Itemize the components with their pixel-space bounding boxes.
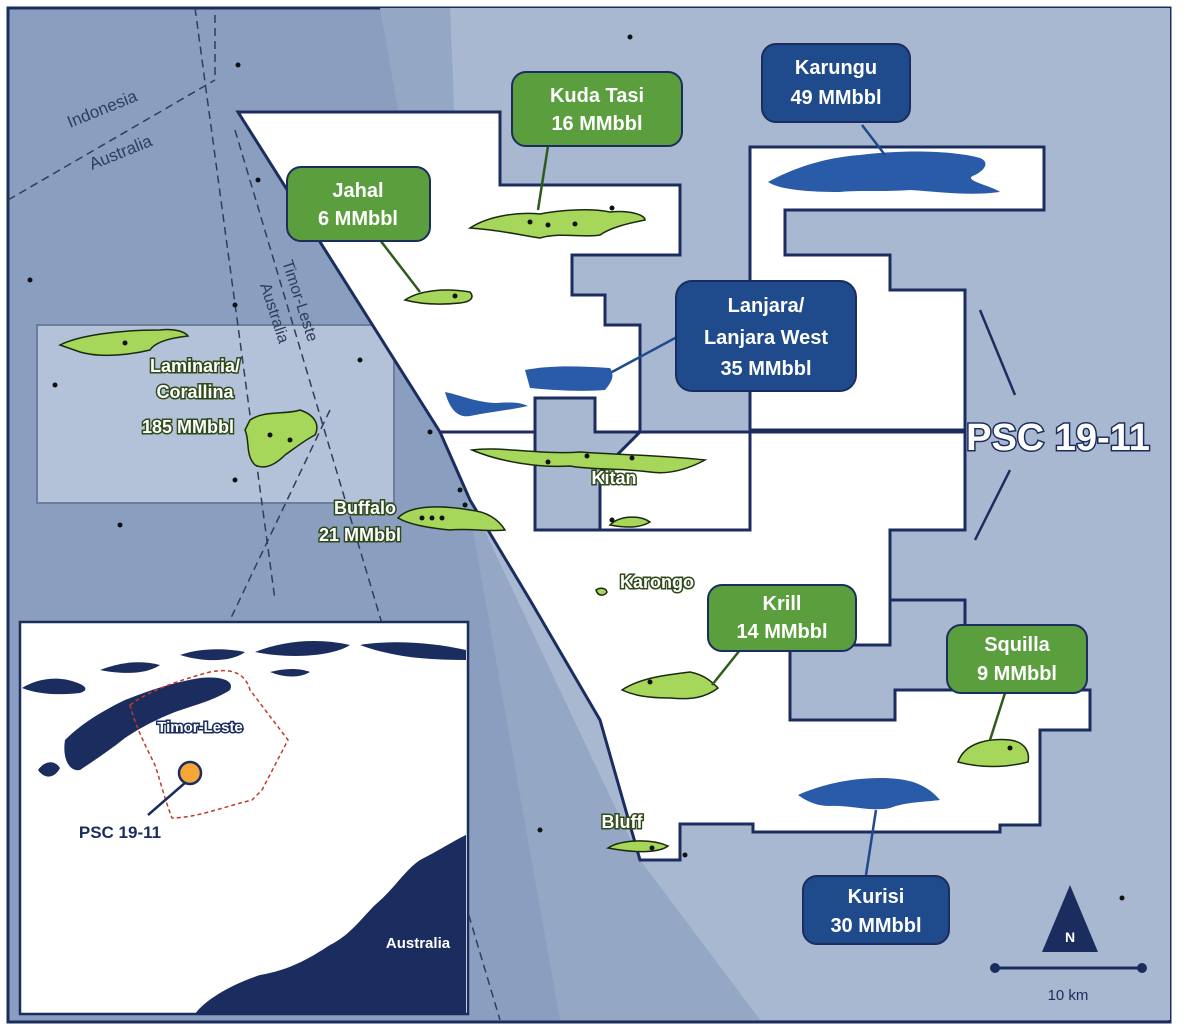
kurisi-volume: 30 MMbbl	[830, 915, 921, 937]
well-dots	[27, 34, 1125, 901]
krill-box: Krill 14 MMbbl	[707, 584, 857, 652]
inset-psc-marker	[177, 760, 203, 786]
karungu-name: Karungu	[795, 57, 877, 79]
karongo-field	[595, 587, 608, 596]
inset-island-3	[180, 649, 245, 661]
inset-timor	[64, 677, 231, 771]
inset-australia-label: Australia	[386, 935, 451, 952]
jahal-arrow	[379, 239, 421, 293]
laminaria-name-line1: Laminaria/	[150, 356, 240, 376]
mid-sea	[300, 8, 760, 1020]
field-well-dots	[122, 219, 1013, 851]
krill-arrow	[711, 649, 741, 686]
buffalo-field	[396, 506, 507, 532]
inset-island-7	[38, 762, 60, 777]
scale-bar: 10 km	[990, 963, 1147, 1004]
squilla-volume: 9 MMbbl	[977, 663, 1057, 685]
border-line-1	[194, 7, 276, 601]
kitan-small-field	[608, 516, 652, 528]
kuda-tasi-box: Kuda Tasi 16 MMbbl	[511, 71, 683, 147]
psc-pointer-upper	[978, 309, 1017, 396]
inset-island-1	[22, 678, 86, 695]
psc-label-bg	[970, 405, 1145, 465]
laminaria-volume: 185 MMbbl	[142, 417, 234, 437]
laminaria-name-line2: Corallina	[156, 382, 234, 402]
karungu-field	[768, 151, 1000, 194]
kuda-tasi-arrow	[536, 145, 550, 211]
lanjara-name-line1: Lanjara/	[728, 295, 805, 317]
psc-pointer-lower	[973, 469, 1012, 541]
kurisi-box: Kurisi 30 MMbbl	[802, 875, 950, 945]
karungu-volume: 49 MMbbl	[790, 87, 881, 109]
kuda-tasi-name: Kuda Tasi	[550, 85, 644, 107]
lanjara-west-field	[445, 392, 528, 417]
inset-map: Timor-Leste Australia PSC 19-11	[18, 620, 470, 1016]
kitan-label: Kitan	[592, 468, 637, 488]
inset-timor-leste-boundary	[129, 669, 289, 819]
kuda-tasi-volume: 16 MMbbl	[551, 113, 642, 135]
jahal-name: Jahal	[332, 180, 383, 202]
buffalo-volume: 21 MMbbl	[319, 525, 401, 545]
corallina-field	[244, 409, 318, 468]
psc-label: PSC 19-11	[966, 417, 1150, 459]
krill-name: Krill	[763, 593, 802, 615]
border-line-indonesia	[7, 79, 216, 201]
bluff-label: Bluff	[602, 812, 644, 832]
buffalo-name: Buffalo	[334, 498, 396, 518]
kurisi-name: Kurisi	[848, 886, 905, 908]
kitan-field	[469, 448, 708, 474]
lanjara-field	[525, 366, 613, 391]
kurisi-arrow	[864, 809, 878, 876]
lanjara-volume: 35 MMbbl	[720, 358, 811, 380]
jahal-box: Jahal 6 MMbbl	[286, 166, 431, 242]
north-label: N	[1065, 929, 1075, 945]
inset-island-4	[255, 640, 350, 656]
scale-label: 10 km	[1048, 987, 1089, 1004]
inset-island-5	[360, 642, 466, 660]
lanjara-box: Lanjara/ Lanjara West 35 MMbbl	[675, 280, 857, 392]
inset-island-2	[100, 662, 160, 673]
jahal-volume: 6 MMbbl	[318, 208, 398, 230]
laminaria-block	[36, 324, 395, 504]
kuda-tasi-field	[467, 209, 646, 239]
karongo-label: Karongo	[620, 572, 694, 592]
krill-field	[620, 671, 720, 700]
inset-timor-label: Timor-Leste	[157, 719, 243, 736]
north-arrow: N	[1042, 885, 1098, 952]
squilla-arrow	[988, 692, 1007, 741]
krill-volume: 14 MMbbl	[736, 621, 827, 643]
kurisi-field	[798, 778, 940, 810]
inset-island-6	[270, 669, 310, 677]
lanjara-name-line2: Lanjara West	[704, 327, 828, 349]
inset-psc-label: PSC 19-11	[79, 823, 161, 842]
karungu-arrow	[861, 124, 886, 156]
inset-australia	[195, 835, 466, 1014]
squilla-name: Squilla	[984, 634, 1050, 656]
inset-psc-pointer	[147, 781, 187, 816]
squilla-box: Squilla 9 MMbbl	[946, 624, 1088, 694]
karungu-box: Karungu 49 MMbbl	[761, 43, 911, 123]
